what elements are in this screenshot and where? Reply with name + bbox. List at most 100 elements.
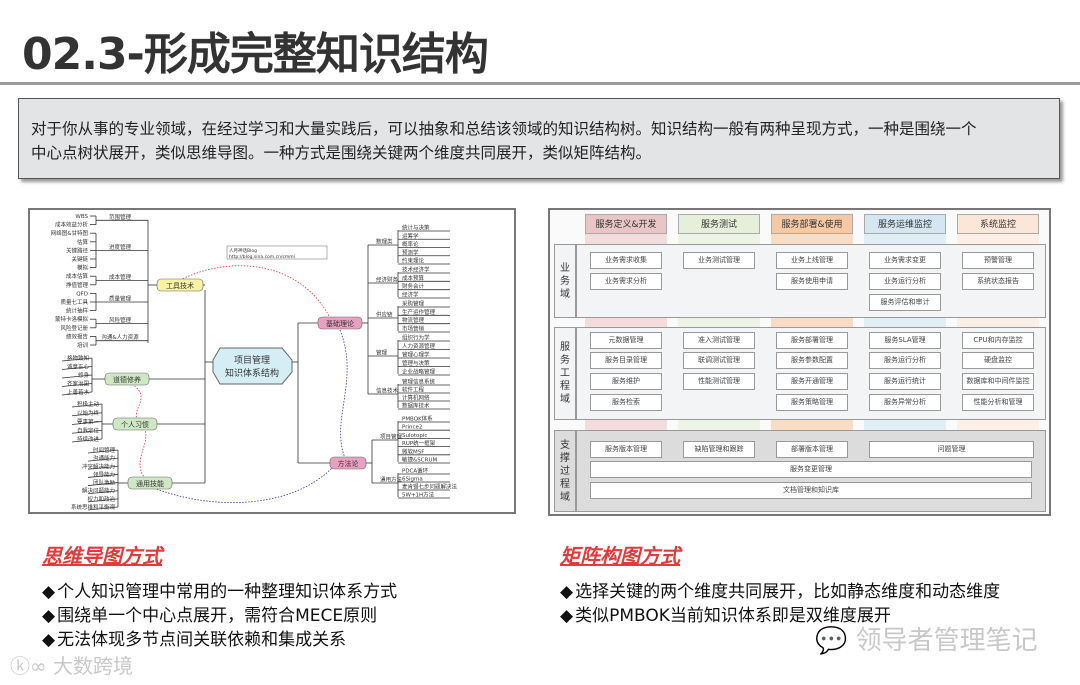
mindmap-label: 权力和政治 <box>87 495 115 503</box>
mindmap-label: 冲突解决能力 <box>82 462 115 470</box>
connector <box>71 421 103 425</box>
logo-icon: ⓚ∞ <box>10 654 54 678</box>
matrix-cell: 服务SLA管理 <box>869 332 941 349</box>
page-title: 02.3-形成完整知识结构 <box>22 29 489 80</box>
column-header: 服务测试 <box>678 214 760 234</box>
connector <box>61 366 93 370</box>
connector <box>61 383 93 387</box>
mindmap-label: 自我定位 <box>77 426 100 434</box>
mindmap-label: 约束理论 <box>402 257 425 265</box>
bullet: 个人知识管理中常用的一种整理知识体系方式 <box>42 580 397 604</box>
mindmap-label: 软件工程 <box>402 386 425 394</box>
mindmap-label: 人月神话Blog <box>229 247 257 254</box>
row-label: 服务工程域 <box>555 328 577 419</box>
mindmap-label: PDCA循环 <box>402 467 429 475</box>
mindmap-label: 供应链 <box>376 311 393 319</box>
matrix-cell: 元数据管理 <box>590 332 662 349</box>
column-header: 系统监控 <box>957 214 1039 234</box>
mindmap-label: 经济财务 <box>376 276 399 284</box>
relation-curve <box>153 467 333 503</box>
row-label: 业务域 <box>555 245 577 317</box>
mindmap-label: 计算机网络 <box>402 394 430 402</box>
matrix-cell: 硬盘监控 <box>962 352 1034 369</box>
mindmap-label: 蒙特卡洛模拟 <box>55 315 89 323</box>
matrix-heading: 矩阵构图方式 <box>560 544 680 568</box>
mindmap-label: QFD <box>76 291 88 297</box>
mindmap-label: 通用方法 <box>380 476 403 484</box>
mindmap-label: 基础理论 <box>326 319 354 328</box>
connector <box>87 498 119 503</box>
connector <box>87 482 119 486</box>
title-divider <box>0 82 1080 85</box>
mindmap-bullets: 个人知识管理中常用的一种整理知识体系方式 围绕单一个中心点展开，需符合MECE原… <box>42 580 397 652</box>
connector <box>87 490 119 495</box>
mindmap-label: 5W+1H方法 <box>402 491 435 499</box>
mindmap-label: 经济学 <box>402 291 419 299</box>
relation-curve <box>339 329 348 459</box>
matrix-cell: 性能分析和管理 <box>962 394 1034 411</box>
mindmap-label: 质量管理 <box>109 295 132 303</box>
wechat-icon: 💬 <box>815 626 856 656</box>
mindmap-label: 通用技能 <box>136 479 164 488</box>
mindmap-label: 绩效报告 <box>66 332 89 340</box>
matrix-cell: 业务需求分析 <box>590 273 662 290</box>
mindmap-heading: 思维导图方式 <box>42 544 162 568</box>
mindmap-label: 信息技术 <box>376 387 399 395</box>
mindmap-label: 统计与决策 <box>402 224 430 232</box>
relation-curve <box>179 265 331 319</box>
matrix-bullets: 选择关键的两个维度共同展开，比如静态维度和动态维度 类似PMBOK当前知识体系即… <box>560 580 1000 628</box>
watermark-right: 💬 领导者管理笔记 <box>815 626 1038 656</box>
mindmap-label: RUP统一框架 <box>402 439 436 447</box>
matrix-cell-wide: 问题管理 <box>869 441 1034 458</box>
mindmap-label: 敏捷&SCRUM <box>402 456 437 464</box>
mindmap-label: 成本估算 <box>66 272 89 280</box>
mindmap-label: 格物致知 <box>67 354 89 362</box>
connector <box>71 429 103 434</box>
note-box <box>226 245 328 260</box>
matrix-cell: 预警管理 <box>962 252 1034 269</box>
branch-node <box>156 278 204 292</box>
matrix-cell: 服务开通管理 <box>776 373 848 390</box>
mindmap-label: 微软MSF <box>402 447 424 455</box>
intro-line: 中心点树状展开，类似思维导图。一种方式是围绕关键两个维度共同展开，类似矩阵结构。 <box>31 144 652 162</box>
bullet: 围绕单一个中心点展开，需符合MECE原则 <box>42 604 397 628</box>
mindmap-label: 模拟 <box>77 264 89 272</box>
mindmap-label: 方法论 <box>338 459 359 468</box>
mindmap-label: 个人习惯 <box>121 420 149 429</box>
mindmap-label: 关键链 <box>71 255 88 263</box>
mindmap-label: PMBOK体系 <box>402 415 433 423</box>
matrix-cell: 部署版本管理 <box>776 441 848 458</box>
column-header: 服务定义&开发 <box>585 214 667 234</box>
bullet: 选择关键的两个维度共同展开，比如静态维度和动态维度 <box>560 580 1000 604</box>
connector <box>61 357 93 362</box>
mindmap-label: 统计抽样 <box>66 307 89 315</box>
branch-node <box>104 372 150 386</box>
connector <box>71 412 103 417</box>
matrix-cell: 联调测试管理 <box>683 352 755 369</box>
mindmap-label: 采购管理 <box>402 300 425 308</box>
center-node <box>212 347 293 385</box>
matrix-cell: 准入测试管理 <box>683 332 755 349</box>
connector <box>87 465 119 470</box>
matrix-cell: 业务测试管理 <box>683 252 755 269</box>
column-header: 服务运维监控 <box>864 214 946 234</box>
matrix-cell: 业务上线管理 <box>776 252 848 269</box>
mindmap-label: 风险管理 <box>109 316 132 324</box>
watermark-left: ⓚ∞ 大数跨境 <box>10 654 134 678</box>
matrix-cell: 服务维护 <box>590 373 662 390</box>
matrix-cell: 服务版本管理 <box>590 441 662 458</box>
mindmap-label: 项目管理 <box>380 433 403 441</box>
connector <box>87 449 119 454</box>
mindmap-label: http://blog.sina.com.cn/cmmi <box>229 254 295 260</box>
mindmap-label: 诚意正心 <box>67 363 90 371</box>
matrix-cell: 服务参数配置 <box>776 352 848 369</box>
mindmap-label: 物流管理 <box>402 316 425 324</box>
matrix-cell: 性能测试管理 <box>683 373 755 390</box>
mindmap-label: 齐家治国 <box>67 380 90 388</box>
matrix-cell: CPU和内存监控 <box>962 332 1034 349</box>
matrix-cell: 服务使用申请 <box>776 273 848 290</box>
mindmap-label: 运筹学 <box>402 232 419 240</box>
mindmap-label: 管理心理学 <box>402 351 430 359</box>
mindmap-label: 企业战略管理 <box>402 368 436 376</box>
mindmap-label: Prince2 <box>402 425 422 431</box>
